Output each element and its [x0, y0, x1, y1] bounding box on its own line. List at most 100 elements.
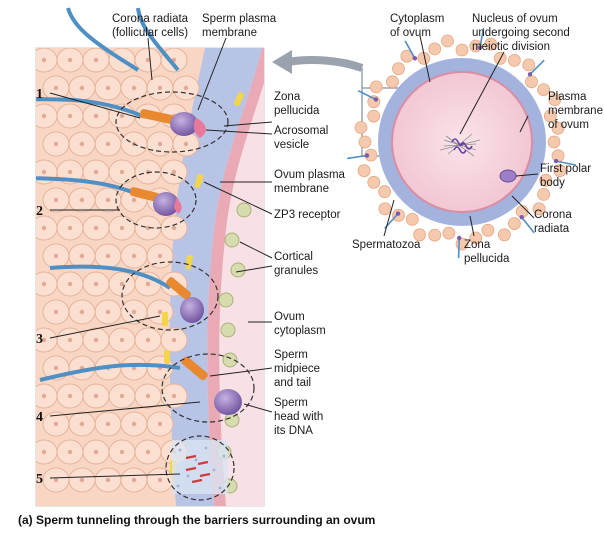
label-cortical-granules: Cortical granules: [274, 251, 318, 277]
cell-nucleus: [171, 169, 177, 175]
corona-cell: [367, 175, 381, 189]
meiotic-spindle: [439, 133, 481, 157]
cell-nucleus: [79, 197, 85, 203]
corona-cell: [537, 187, 550, 201]
corona-cell: [378, 202, 392, 216]
right-labels: Cytoplasm of ovum Nucleus of ovum underg…: [352, 13, 603, 265]
cell-nucleus: [67, 57, 73, 63]
cortical-granule: [224, 232, 240, 248]
label-line: ZP3 receptor: [274, 209, 341, 221]
cell-nucleus: [67, 281, 73, 287]
label-zona-pellucida: Zona pellucida: [274, 91, 320, 117]
corona-cell: [441, 34, 454, 48]
cell-nucleus: [119, 113, 125, 119]
cell-nucleus: [105, 477, 111, 483]
sperm-step-1: [36, 97, 206, 138]
cell-nucleus: [183, 85, 189, 91]
step-number-4: 4: [36, 410, 43, 425]
label-line: Acrosomal: [274, 125, 328, 137]
cell-nucleus: [145, 225, 151, 231]
cell-nucleus: [41, 393, 47, 399]
cell-nucleus: [171, 393, 177, 399]
label-line: its DNA: [274, 425, 313, 437]
label-corona-radiata: Corona radiata (follicular cells): [112, 13, 191, 39]
cell-nucleus: [53, 253, 59, 259]
cell-nucleus: [41, 113, 47, 119]
cell-nucleus: [145, 393, 151, 399]
cell-nucleus: [183, 141, 189, 147]
spermatozoon-head: [477, 45, 483, 50]
spermatozoon-tail: [347, 154, 368, 160]
fusion-region: [172, 440, 228, 494]
cell-nucleus: [93, 449, 99, 455]
label-nucleus-of-ovum: Nucleus of ovum undergoing second meioti…: [472, 13, 573, 53]
label-line: of ovum: [390, 27, 431, 39]
first-polar-body: [499, 169, 517, 183]
label-line: Sperm: [274, 397, 308, 409]
spermatozoon-head: [553, 158, 559, 164]
spermatozoon-tail: [404, 40, 416, 59]
label-ovum-cytoplasm: Ovum cytoplasm: [274, 311, 326, 337]
spermatozoon-tail: [529, 59, 545, 75]
step-number-5: 5: [36, 472, 43, 487]
corona-cell: [532, 202, 546, 216]
cell-nucleus: [41, 449, 47, 455]
spermatozoon-tail: [521, 216, 535, 234]
label-line: Spermatozoa: [352, 239, 421, 251]
cell-nucleus: [157, 141, 163, 147]
cell-nucleus: [171, 337, 177, 343]
cell-nucleus: [131, 197, 137, 203]
label-line: Sperm: [274, 349, 308, 361]
sperm-tail: [36, 176, 133, 194]
label-line: undergoing second: [472, 27, 570, 39]
cell-nucleus: [67, 449, 73, 455]
cell-nucleus: [79, 85, 85, 91]
corona-cell: [428, 228, 442, 242]
corona-cell: [469, 231, 483, 245]
cell-nucleus: [79, 421, 85, 427]
label-ovum-plasma-membrane: Ovum plasma membrane: [274, 169, 348, 195]
label-line: midpiece: [274, 363, 320, 375]
label-acrosomal-vesicle: Acrosomal vesicle: [274, 125, 332, 151]
corona-cell: [442, 226, 456, 240]
figure-caption: (a) Sperm tunneling through the barriers…: [18, 513, 375, 527]
spermatozoon-tail: [479, 27, 485, 48]
cell-nucleus: [53, 85, 59, 91]
cell-nucleus: [171, 225, 177, 231]
cell-nucleus: [79, 141, 85, 147]
cell-nucleus: [79, 309, 85, 315]
step-markers: 1 2 3 4 5: [36, 87, 201, 487]
cell-nucleus: [67, 225, 73, 231]
spermatozoon-head: [457, 235, 462, 241]
spermatozoon-tail: [555, 160, 576, 166]
label-sperm-plasma-membrane: Sperm plasma membrane: [202, 13, 279, 39]
sperm-step-3: [49, 264, 204, 323]
cell-nucleus: [119, 337, 125, 343]
sperm-step-4: [39, 356, 242, 415]
cell-nucleus: [53, 421, 59, 427]
step-highlight-circles: [115, 91, 255, 501]
label-line: body: [540, 177, 565, 189]
corona-cell: [547, 135, 561, 149]
label-line: radiata: [534, 223, 570, 235]
external-sperm-tails: [66, 7, 180, 72]
cell-nucleus: [79, 253, 85, 259]
label-spermatozoa: Spermatozoa: [352, 239, 421, 251]
spermatozoa-group: [347, 27, 576, 259]
label-line: Corona: [534, 209, 572, 221]
chromosomes: [451, 138, 473, 154]
label-corona-radiata-right: Corona radiata: [534, 209, 575, 235]
label-line: Corona radiata: [112, 13, 189, 25]
label-line: head with: [274, 411, 323, 423]
sperm-tail: [39, 362, 181, 382]
sperm-midpiece: [181, 356, 208, 381]
cell-nucleus: [157, 253, 163, 259]
cell-nucleus: [93, 169, 99, 175]
sperm-midpiece: [129, 187, 160, 202]
label-line: Zona: [464, 239, 491, 251]
cortical-granule: [218, 292, 234, 308]
zp3-receptors: [162, 92, 245, 474]
cell-nucleus: [145, 281, 151, 287]
